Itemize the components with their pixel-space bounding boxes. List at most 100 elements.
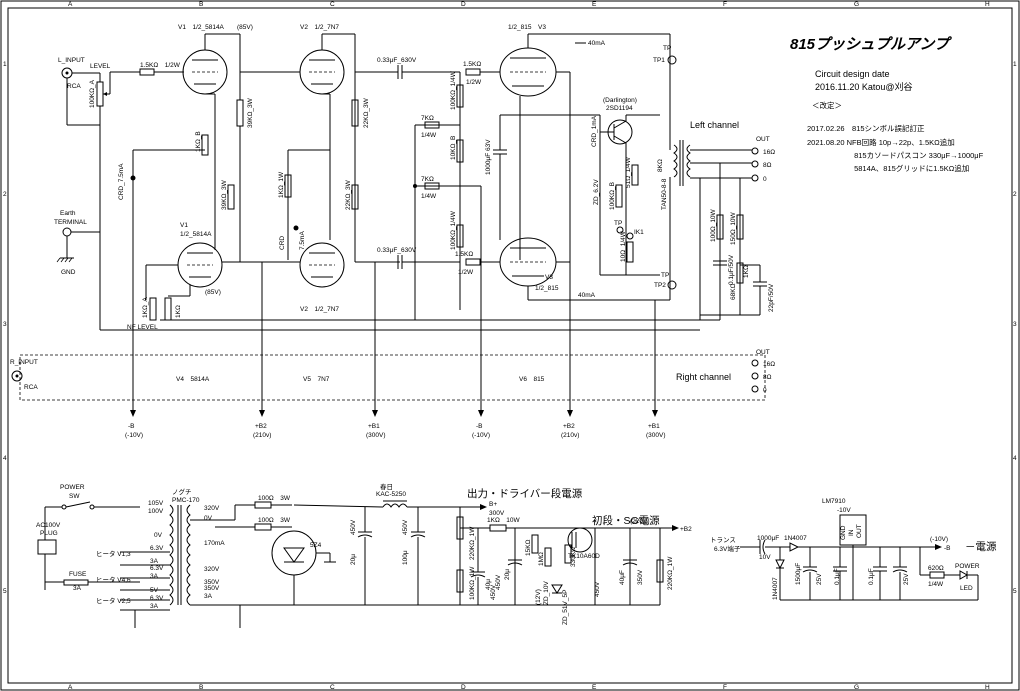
row-4: 4 xyxy=(3,455,7,462)
l-out-0: 0 xyxy=(763,176,767,183)
r-in-label: 1.5KΩ 1/2W xyxy=(140,62,181,69)
r15k-label: 15KΩ xyxy=(525,539,532,556)
fuse-label: FUSE xyxy=(69,571,87,578)
r14w-label: 1/4W xyxy=(928,581,944,588)
r-out-0: 0 xyxy=(763,387,767,394)
fet-label: TK10A60D xyxy=(568,553,600,560)
column-markers: A B C D E F G H A B C D E F G H xyxy=(68,1,990,691)
revision-line-4: 5814A、815グリッドに1.5KΩ追加 xyxy=(807,163,969,173)
pin-in: IN xyxy=(848,529,855,536)
v1k-label: 1KΩ_B xyxy=(195,131,202,152)
output-transformer: 8KΩ TAN50-8-8 TP TP1 TP TP2 xyxy=(653,34,752,320)
r-nf3-label: 1KΩ xyxy=(743,265,750,278)
c25v-label: 25V xyxy=(816,573,823,585)
l-out-label: OUT xyxy=(756,136,770,143)
t320a: 320V xyxy=(204,505,220,512)
led-label: LED xyxy=(960,585,973,592)
left-channel-label: Left channel xyxy=(690,120,739,130)
rail-6-name: +B1 xyxy=(648,423,660,430)
zd51-label: ZD_51V_5P xyxy=(562,590,569,625)
t320b: 320V xyxy=(204,566,220,573)
col-b-bot: B xyxy=(199,684,203,691)
tp-label: TP xyxy=(614,220,622,227)
coupling-caps: 0.33μF_630V 0.33μF_630V xyxy=(355,57,460,269)
t3a2: 3A xyxy=(150,573,159,580)
c450-label: 450V xyxy=(350,519,357,535)
t63a: 6.3V xyxy=(150,545,164,552)
neg-power-label: POWER xyxy=(955,563,980,570)
r-g1-label: 1.5KΩ xyxy=(463,61,481,68)
v2p2-label: 22KΩ_3W xyxy=(345,179,352,210)
r-out-16: 16Ω xyxy=(763,361,775,368)
d2-label: 1N4007 xyxy=(772,577,779,600)
r-gl2-label: 100KΩ_1/4W xyxy=(450,210,457,250)
r-g2-label: 1.5KΩ xyxy=(455,251,473,258)
rail-1-value: (-10V) xyxy=(125,432,143,439)
l-out-8: 8Ω xyxy=(763,162,772,169)
r-nf4-label: 68KΩ xyxy=(730,283,737,300)
col-a: A xyxy=(68,1,73,8)
tp1-b-label: TP1 xyxy=(653,57,665,64)
row-3-r: 3 xyxy=(1013,321,1017,328)
rect-label: 5Z4 xyxy=(310,542,322,549)
rail-3-name: +B1 xyxy=(368,423,380,430)
col-g-bot: G xyxy=(854,684,859,691)
col-f-bot: F xyxy=(723,684,727,691)
col-d: D xyxy=(461,1,466,8)
revision-heading: ＜改定＞ xyxy=(812,100,842,110)
r-out-8: 8Ω xyxy=(763,374,772,381)
t0: 0V xyxy=(154,532,163,539)
c20b-label: 20μ xyxy=(504,569,511,580)
row-markers: 1 2 3 4 5 1 2 3 4 5 xyxy=(3,61,1017,595)
zd10-label: ZD_10V xyxy=(543,580,550,605)
c450b-label: 450V xyxy=(402,519,409,535)
c-cpl2-label: 0.33μF_630V xyxy=(377,247,417,254)
r-bias2b-label: 1/4W xyxy=(421,193,437,200)
gnd-label: GND xyxy=(61,269,76,276)
v2-top-label: V2 1/2_7N7 xyxy=(300,24,339,31)
c350-label: 350V xyxy=(637,569,644,585)
cathode-cap: 1000μF 63V xyxy=(485,114,600,240)
v1-bot-voltage: (85V) xyxy=(205,289,221,296)
grid-stoppers: 1.5KΩ 1/2W 1.5KΩ 1/2W xyxy=(455,61,500,276)
col-e: E xyxy=(592,1,597,8)
r1000a-label: 100Ω 3W xyxy=(258,495,291,502)
c10v-label: 10V xyxy=(759,554,771,561)
right-channel-box: R_INPUT RCA V4 5814A V5 7N7 V6 815 Right… xyxy=(10,349,775,401)
r220k2-label: 220KΩ_1W xyxy=(667,556,674,590)
v1-top-label: V1 1/2_5814A xyxy=(178,24,225,31)
level-pot: LEVEL 100KΩ_A 1.5KΩ 1/2W xyxy=(89,62,184,125)
r-bias1-label: 7KΩ xyxy=(421,115,434,122)
t170: 170mA xyxy=(204,540,225,547)
heater-1: ヒータ V1,3 xyxy=(96,549,131,558)
v2p-label: 22KΩ_3W xyxy=(363,97,370,128)
t63c: 6.3V xyxy=(150,595,164,602)
out-b-label: -B xyxy=(944,545,951,552)
r330k-label: 330KΩ xyxy=(570,547,577,567)
t3a4: 3A xyxy=(150,603,159,610)
c100-label: 100μ xyxy=(402,550,409,565)
d1-label: 1N4007 xyxy=(784,535,807,542)
psu-primary: POWER SW AC100V PLUG FUSE 3A xyxy=(36,484,140,592)
nf-level: 1KΩ_A 1KΩ NF LEVEL xyxy=(100,285,720,331)
col-c: C xyxy=(330,1,335,8)
r1000b-label: 100Ω 3W xyxy=(258,517,291,524)
r220k-label: 220KΩ_1W xyxy=(469,526,476,560)
bias-network: 7KΩ 1/4W 7KΩ 1/4W 100KΩ_1/4W 10KΩ_B 100K… xyxy=(413,70,482,410)
c01-label: 0.1μF xyxy=(834,568,841,585)
revision-line-2: 2021.08.20 NFB回路 10p→22p、1.5KΩ追加 xyxy=(807,137,955,147)
right-channel-label: Right channel xyxy=(676,372,731,382)
darl-label-2: 2SD1194 xyxy=(606,105,633,112)
rail-5-name: +B2 xyxy=(563,423,575,430)
pt-label-2: PMC-170 xyxy=(172,497,200,504)
v3-top-label: 1/2_815 V3 xyxy=(508,24,546,31)
col-f: F xyxy=(723,1,727,8)
t3a1: 3A xyxy=(150,558,159,565)
choke-filter: 春日 KAC-5250 450V 20μ 450V 100μ xyxy=(240,482,480,606)
reg-v-label: -10V xyxy=(837,507,851,514)
bplus-label: B+ xyxy=(489,501,497,508)
l-out-16: 16Ω xyxy=(763,149,775,156)
page-title: 815プッシュプルアンプ xyxy=(790,36,952,53)
in-t-label: トランス xyxy=(710,536,736,544)
